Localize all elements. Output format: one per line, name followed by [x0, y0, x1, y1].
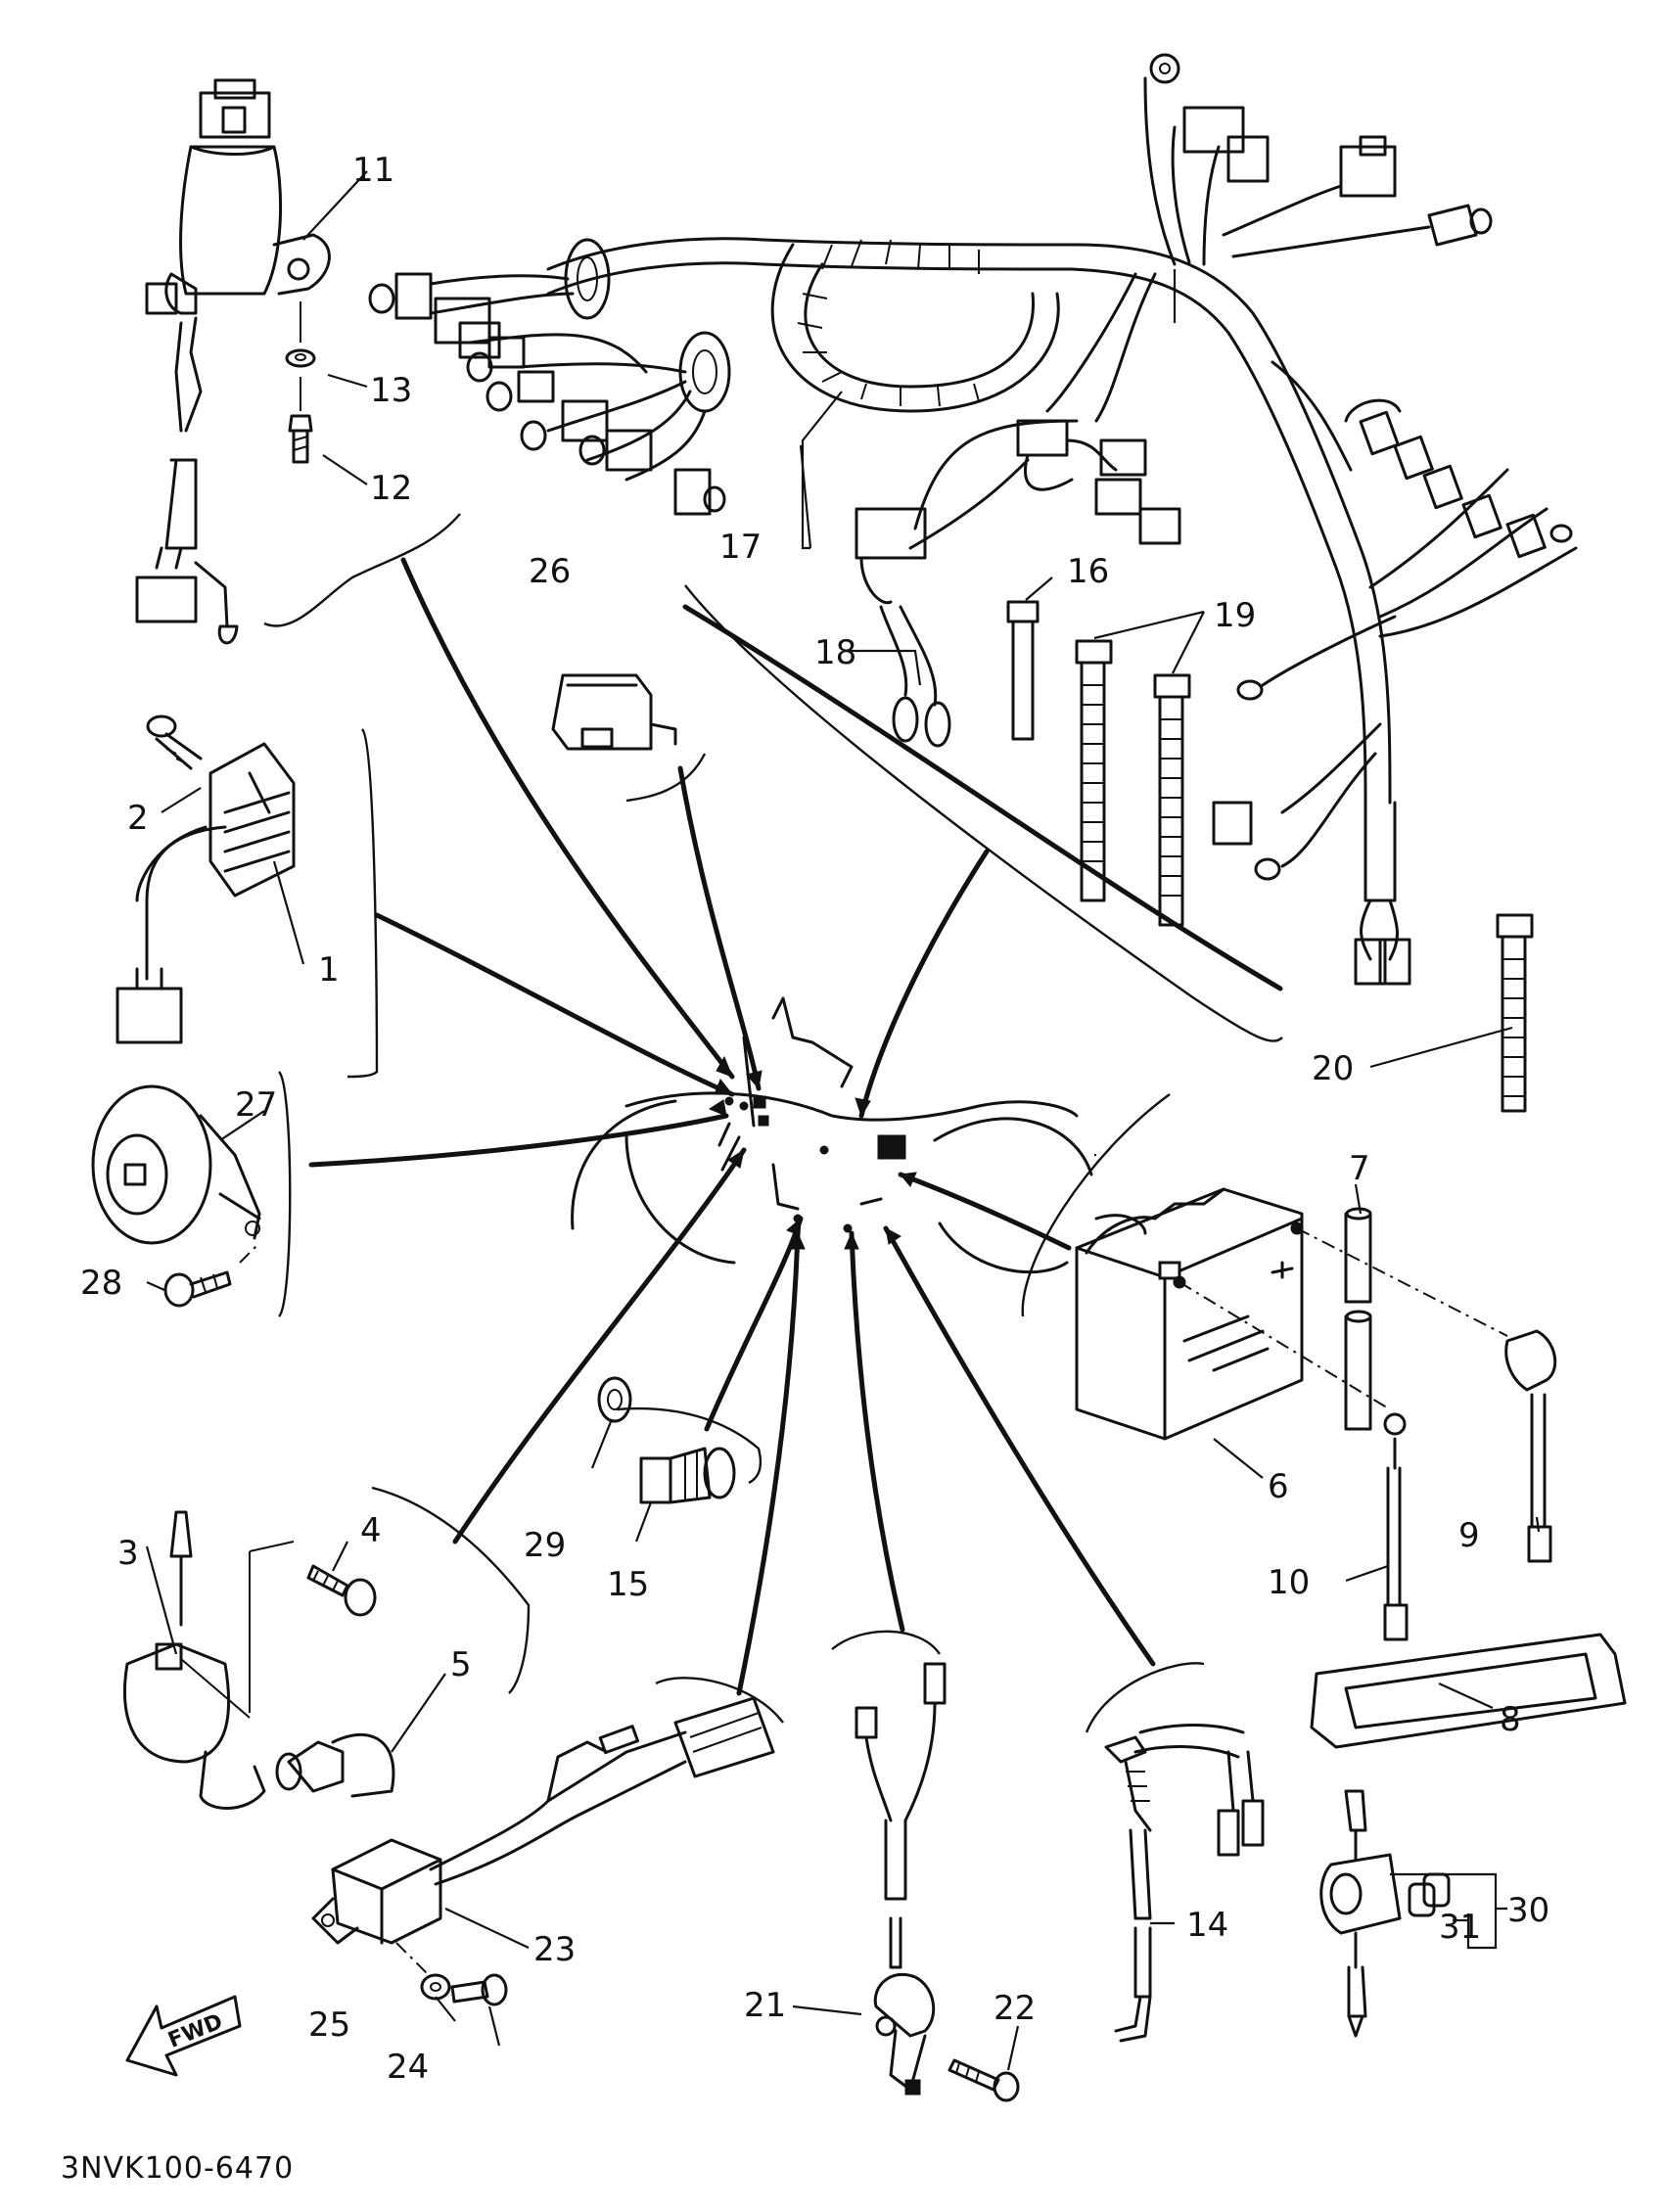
fwd-arrow-icon: FWD	[125, 1995, 242, 2077]
part-number-labels: 1 2 3 4 5 6 7 8 9 10 11 12 13 14 15 16 1…	[80, 151, 1549, 2087]
label-part-2: 2	[127, 799, 149, 838]
label-part-9: 9	[1458, 1516, 1480, 1555]
label-part-27: 27	[235, 1085, 277, 1125]
label-part-23: 23	[533, 1930, 576, 1969]
label-part-4: 4	[360, 1511, 382, 1550]
screw-part-12	[288, 377, 313, 464]
label-part-13: 13	[370, 371, 412, 410]
screw-part-24	[395, 1942, 508, 2006]
sensor-part-21	[855, 1662, 947, 2096]
sub-harness-part-18	[855, 458, 1030, 748]
washer-part-25	[420, 1973, 451, 2001]
assembly-leader-lines	[308, 557, 1283, 1696]
label-part-16: 16	[1067, 552, 1109, 591]
relay-part-26	[551, 673, 677, 751]
label-part-14: 14	[1186, 1906, 1228, 1945]
label-part-17: 17	[719, 528, 762, 567]
label-part-10: 10	[1268, 1563, 1310, 1602]
label-part-30: 30	[1507, 1891, 1549, 1930]
starter-switch-part-30	[1319, 1789, 1402, 2038]
label-leader-lines	[145, 170, 1541, 2071]
screw-part-4	[306, 1564, 377, 1617]
group-brackets	[263, 513, 1283, 1733]
battery-lead-part-9	[1504, 1329, 1557, 1563]
label-part-12: 12	[370, 469, 412, 508]
battery-lead-part-10	[1383, 1412, 1409, 1641]
wire-harness-part-17	[368, 53, 1578, 986]
label-part-25: 25	[308, 2005, 350, 2045]
label-part-24: 24	[387, 2048, 429, 2087]
label-part-7: 7	[1349, 1149, 1370, 1188]
bolt-part-28	[163, 1242, 260, 1308]
cable-band-part-20	[1496, 913, 1534, 1113]
label-part-8: 8	[1500, 1700, 1521, 1739]
rectifier-part-1	[116, 742, 296, 1044]
ignition-coil-part-3	[123, 1510, 295, 1810]
cable-band-part-16	[1006, 600, 1040, 741]
neutral-switch-part-15	[639, 1447, 736, 1504]
label-part-20: 20	[1312, 1049, 1354, 1088]
label-part-26: 26	[529, 552, 571, 591]
label-part-19: 19	[1214, 596, 1256, 635]
horn-part-27	[91, 1084, 261, 1245]
label-part-1: 1	[318, 950, 340, 990]
washer-part-13	[285, 301, 316, 368]
label-part-15: 15	[607, 1565, 649, 1604]
diagram-code: 3NVK100-6470	[61, 2151, 294, 2186]
label-part-31: 31	[1439, 1908, 1481, 1947]
label-part-22: 22	[994, 1989, 1036, 2028]
plug-lead-part-14	[1104, 1724, 1265, 2043]
breather-tube-part-7	[1344, 1207, 1372, 1431]
battery-part-6	[1075, 1187, 1508, 1441]
label-part-28: 28	[80, 1264, 122, 1303]
screw-part-22	[948, 2058, 1020, 2102]
gasket-part-29	[597, 1376, 632, 1423]
label-part-18: 18	[814, 633, 856, 672]
main-switch-part-11	[135, 78, 331, 645]
motorcycle-silhouette-icon	[571, 996, 1093, 1274]
label-part-5: 5	[450, 1645, 472, 1684]
spark-plug-cap-part-5	[275, 1732, 395, 1798]
label-part-21: 21	[744, 1986, 786, 2025]
label-part-3: 3	[117, 1534, 139, 1573]
battery-band-part-8	[1310, 1633, 1627, 1749]
screw-part-2	[146, 714, 203, 770]
cable-band-part-19	[1075, 639, 1191, 927]
label-part-11: 11	[352, 151, 394, 190]
fwd-label: FWD	[164, 2009, 226, 2053]
label-part-29: 29	[524, 1526, 566, 1565]
label-part-6: 6	[1268, 1467, 1289, 1506]
cdi-unit-part-23	[311, 1696, 775, 1945]
